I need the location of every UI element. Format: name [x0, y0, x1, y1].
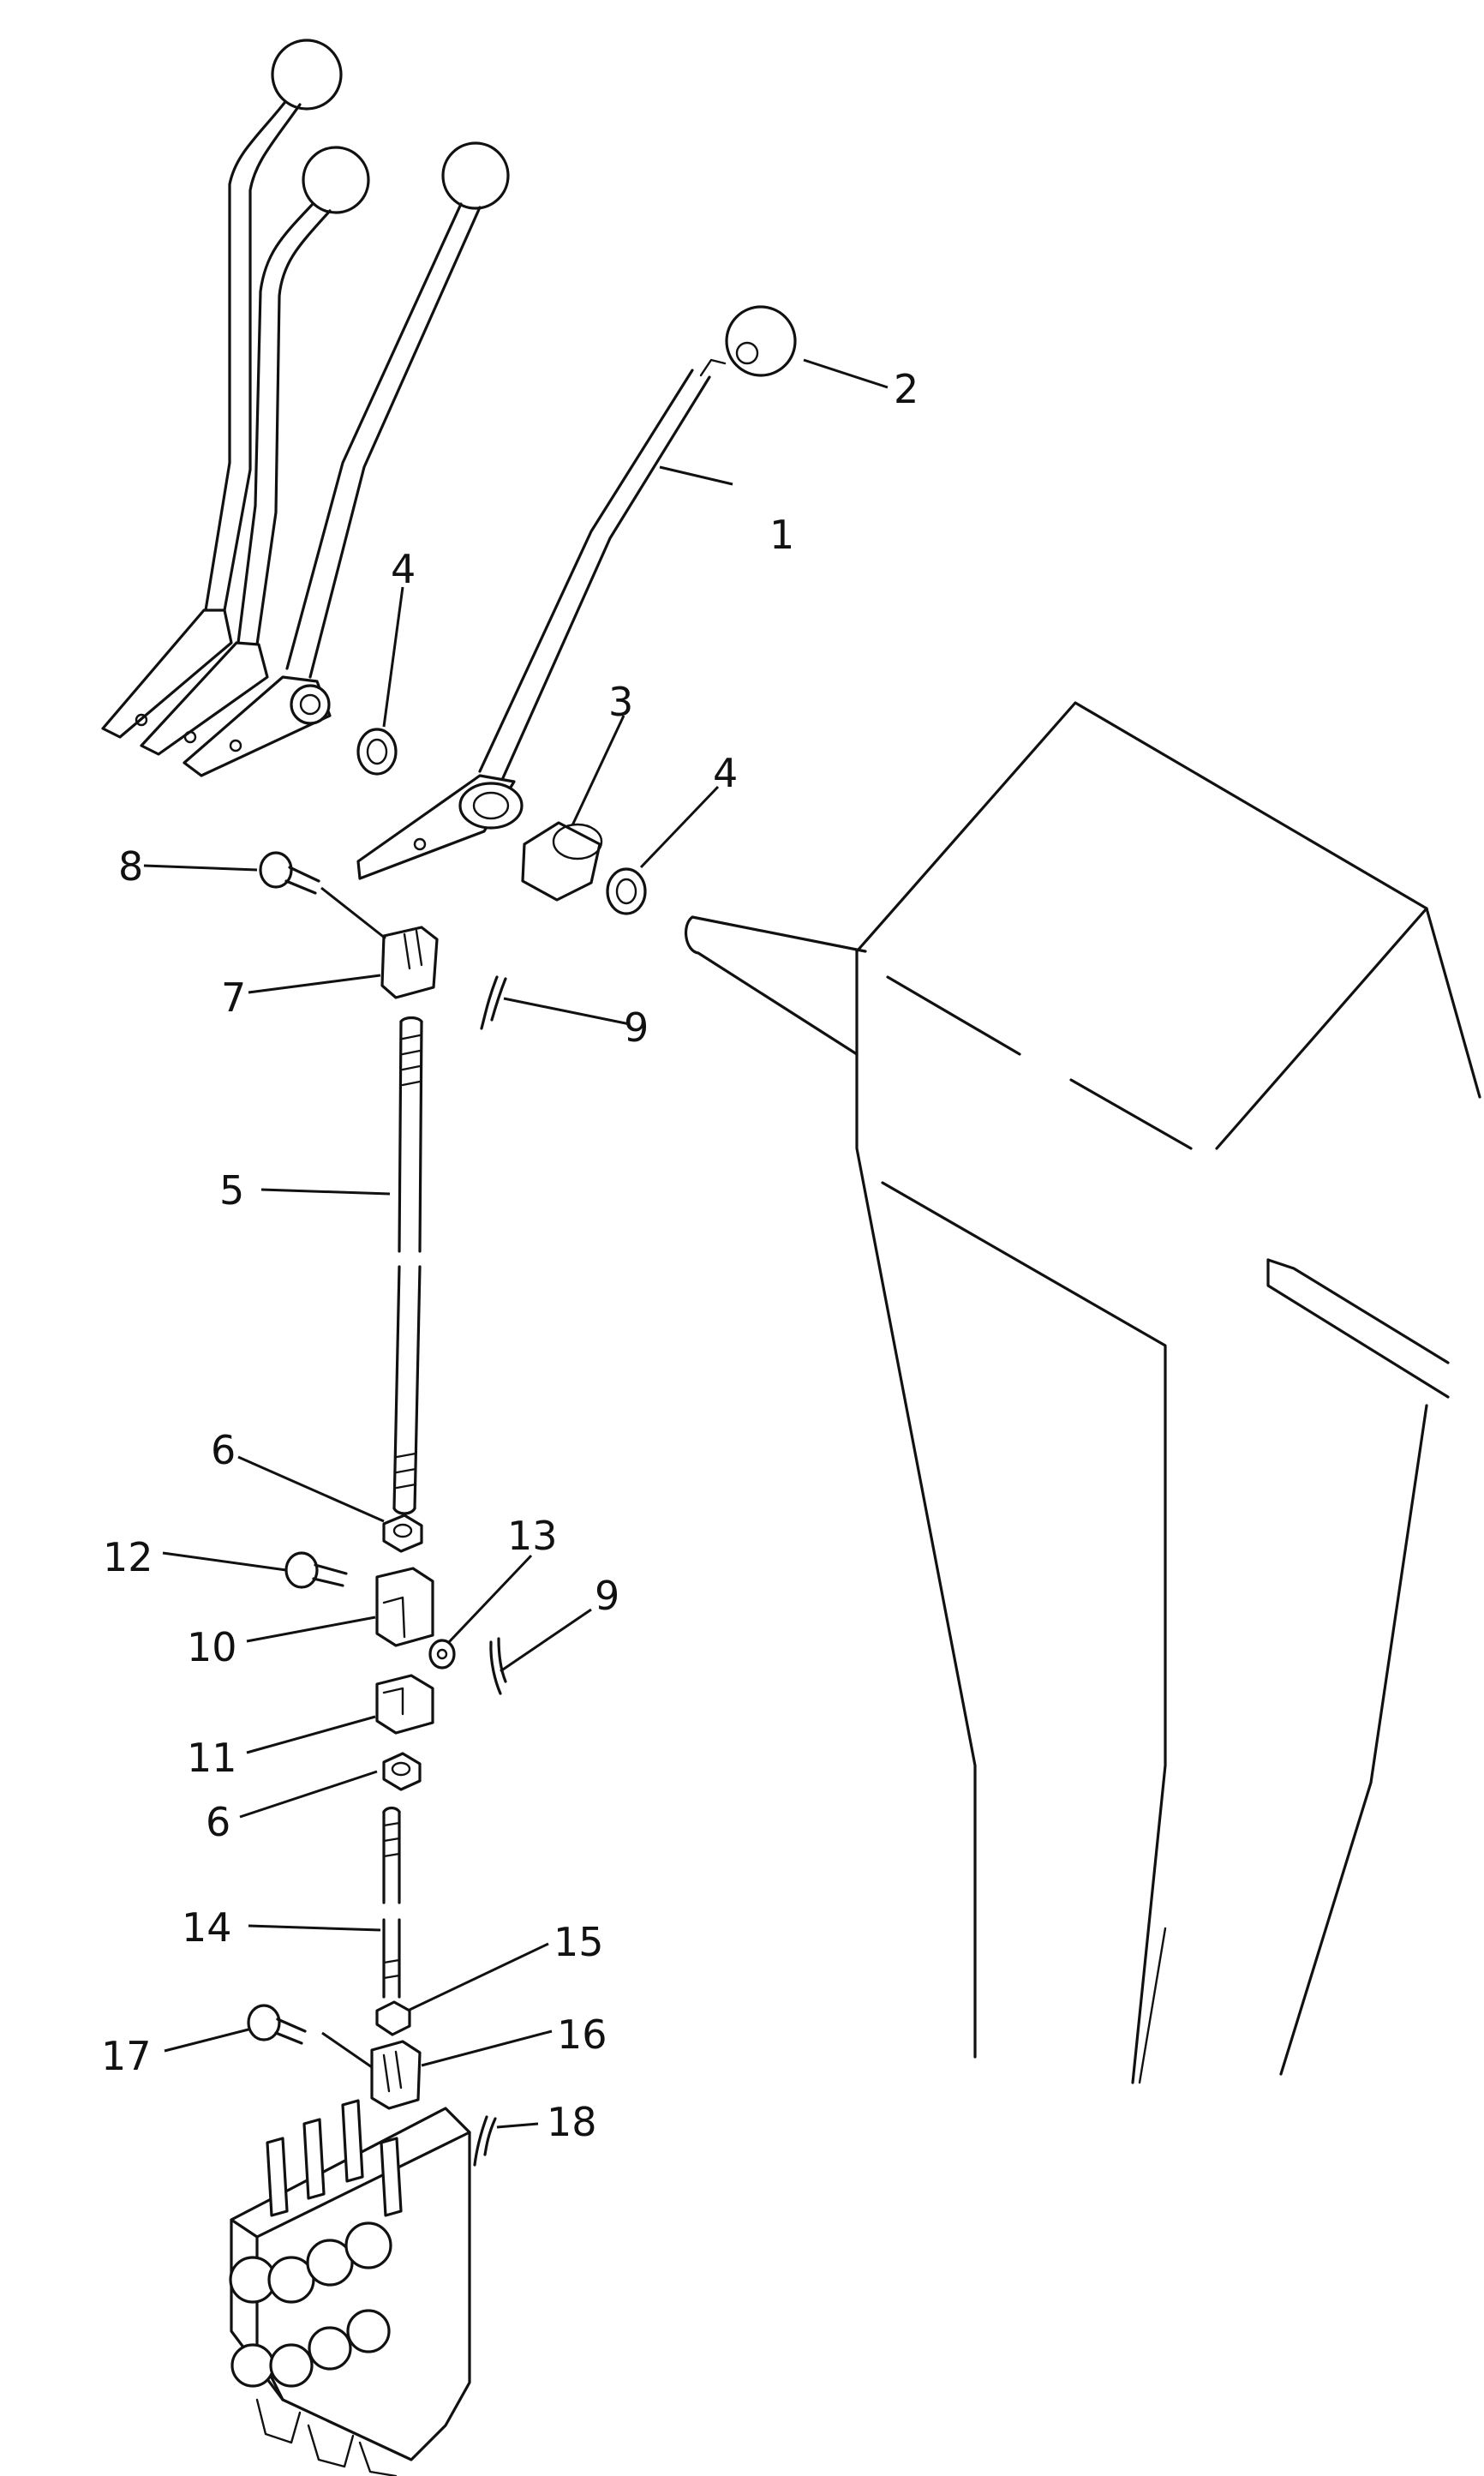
callout-2: 2 [894, 366, 919, 412]
clevis-part-10 [375, 1567, 434, 1647]
callout-18: 18 [547, 2099, 597, 2145]
callout-17: 17 [101, 2033, 152, 2079]
callout-8: 8 [118, 843, 143, 890]
rod-part-14 [382, 1806, 401, 1999]
nut-part-6-lower [382, 1752, 422, 1791]
pin-part-17 [247, 2004, 307, 2045]
pin-part-8 [259, 851, 320, 895]
cotter-pin-part-9-lower [489, 1637, 507, 1695]
leader-lines [143, 358, 889, 2129]
callout-10: 10 [187, 1624, 237, 1670]
callout-16: 16 [557, 2011, 607, 2058]
callout-7: 7 [221, 974, 246, 1021]
washer-part-4-upper [356, 728, 398, 776]
callout-13: 13 [507, 1513, 558, 1559]
callout-6b: 6 [206, 1799, 230, 1845]
washer-part-4-lower [606, 867, 647, 915]
washer-part-13 [428, 1639, 456, 1670]
nut-part-6-upper [382, 1514, 423, 1553]
callout-labels: 1 2 3 4 4 5 6 6 7 8 9 9 10 11 12 13 14 1… [101, 366, 919, 2145]
clevis-part-16 [370, 2040, 422, 2110]
rod-part-5 [392, 1016, 423, 1515]
block-part-11 [375, 1674, 434, 1735]
control-valve-bank [229, 2099, 471, 2476]
pin-part-12 [284, 1551, 348, 1589]
callout-5: 5 [219, 1167, 244, 1214]
clevis-part-7 [380, 926, 439, 999]
bushing-part-3 [521, 821, 603, 902]
console-housing [684, 701, 1481, 2084]
callout-9b: 9 [595, 1573, 619, 1619]
callout-6a: 6 [211, 1427, 236, 1473]
callout-12: 12 [103, 1534, 153, 1580]
callout-3: 3 [608, 679, 633, 725]
lever-part-1 [356, 358, 727, 880]
callout-9a: 9 [624, 1004, 649, 1051]
cotter-pin-part-18 [473, 2115, 497, 2167]
callout-4b: 4 [713, 750, 738, 796]
callout-11: 11 [187, 1735, 237, 1781]
knob-part-2 [725, 305, 797, 377]
cotter-pin-part-9-upper [480, 975, 507, 1030]
lever-group-assembled [101, 39, 510, 777]
callout-4a: 4 [391, 546, 416, 592]
callout-15: 15 [554, 1919, 604, 1965]
callout-14: 14 [182, 1904, 232, 1951]
callout-1: 1 [769, 512, 794, 558]
nut-part-15 [375, 2000, 411, 2036]
